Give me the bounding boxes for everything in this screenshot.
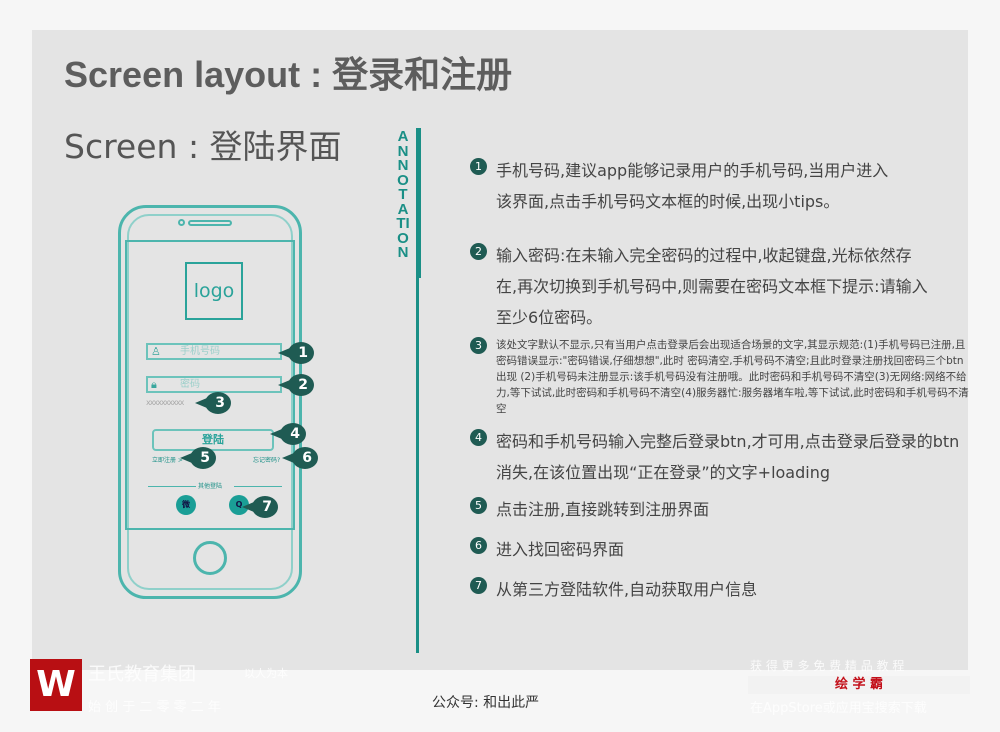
org-name: 王氏教育集团 [88, 664, 196, 685]
marker-5: 5 [180, 447, 216, 469]
other-login-label: 其他登陆 [198, 483, 223, 490]
phone-frame [118, 205, 302, 599]
annotation-label: ANNOTATION [396, 128, 410, 261]
logo-placeholder: logo [185, 262, 243, 320]
camera-icon [178, 219, 185, 226]
home-button [193, 541, 227, 575]
wechat-login-button[interactable]: 微 [176, 495, 196, 515]
user-icon: ♙ [151, 345, 161, 358]
marker-6: 6 [282, 447, 318, 469]
phone-input[interactable]: ♙手机号码 [146, 343, 282, 360]
download-text: 在AppStore或应用宝搜索下载 [750, 701, 927, 716]
brand-logo: W [30, 659, 82, 711]
speaker-icon [188, 220, 232, 226]
page-title: Screen layout : 登录和注册 [64, 54, 513, 95]
marker-2: 2 [278, 374, 314, 396]
marker-1: 1 [278, 342, 314, 364]
divider [234, 486, 282, 487]
promo-text: 获 得 更 多 免 费 精 品 教 程 [750, 659, 905, 673]
screen-subtitle: Screen : 登陆界面 [64, 127, 342, 166]
lock-icon: 🔒︎ [151, 378, 157, 391]
password-input[interactable]: 🔒︎密码 [146, 376, 282, 393]
forgot-password-link[interactable]: 忘记密码? [253, 457, 281, 464]
login-button[interactable]: 登陆 [152, 429, 274, 451]
divider [416, 128, 419, 653]
slide-panel [32, 30, 968, 670]
brand-name: 绘 学 霸 [748, 676, 970, 694]
marker-4: 4 [270, 423, 306, 445]
org-motto: 以人为本 [244, 667, 288, 680]
divider [148, 486, 196, 487]
marker-7: 7 [242, 496, 278, 518]
marker-3: 3 [195, 392, 231, 414]
public-account: 公众号: 和出此严 [432, 695, 540, 711]
error-message: xxxxxxxxxx [146, 398, 184, 407]
founded-text: 始 创 于 二 零 零 二 年 [88, 700, 221, 715]
register-link[interactable]: 立即注册 > [152, 457, 183, 464]
divider-accent [416, 128, 421, 278]
